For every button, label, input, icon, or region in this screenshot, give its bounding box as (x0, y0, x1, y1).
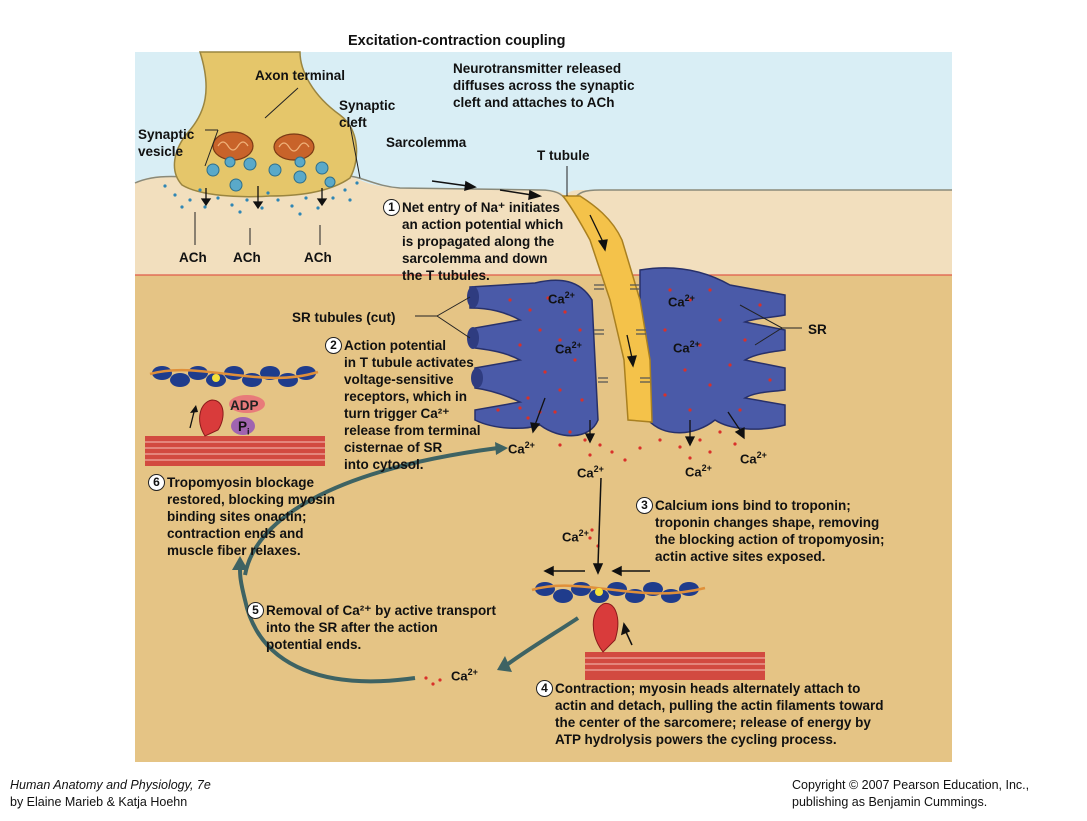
contracting-myofilament (531, 477, 765, 680)
label-sr-tubules: SR tubules (cut) (292, 310, 396, 325)
ach-dots (163, 181, 359, 216)
t-tubule-arrows (589, 214, 637, 368)
t-tubule (561, 195, 653, 423)
label-ca-3: Ca2+ (555, 340, 582, 357)
voltage-sensitive-receptors (594, 284, 650, 383)
footer-left: Human Anatomy and Physiology, 7e by Elai… (10, 778, 211, 809)
synaptic-vesicles (206, 156, 336, 192)
label-ca-7: Ca2+ (577, 464, 604, 481)
step-3: 3 Calcium ions bind to troponin;troponin… (636, 497, 885, 565)
label-ach-2: ACh (233, 250, 261, 265)
step-4: 4 Contraction; myosin heads alternately … (536, 680, 884, 748)
label-sarcolemma: Sarcolemma (386, 135, 467, 150)
label-ca-9: Ca2+ (562, 528, 589, 545)
label-ach-3: ACh (304, 250, 332, 265)
label-sr: SR (808, 322, 827, 337)
ach-release-arrows (200, 186, 328, 210)
label-ca-6: Ca2+ (740, 450, 767, 467)
sr-right (639, 267, 786, 434)
cycle-arrows (238, 446, 580, 684)
axon-terminal (173, 51, 358, 198)
label-ca-2: Ca2+ (668, 293, 695, 310)
callout-lines (194, 87, 802, 346)
cycle-arrowheads (232, 442, 512, 672)
label-t-tubule: T tubule (537, 148, 590, 163)
relaxed-myofilament (145, 366, 325, 466)
diagram-title: Excitation-contraction coupling (348, 33, 566, 49)
label-axon-terminal: Axon terminal (255, 68, 346, 83)
label-ca-8: Ca2+ (685, 463, 712, 480)
calcium-dots (424, 288, 772, 686)
label-adp: ADP (230, 398, 259, 413)
footer-right: Copyright © 2007 Pearson Education, Inc.… (792, 778, 1030, 809)
label-ca-10: Ca2+ (451, 667, 478, 684)
label-pi: Pi (238, 419, 250, 437)
calcium-release-arrows (530, 397, 745, 447)
label-ca-1: Ca2+ (548, 290, 575, 307)
propagation-arrows (431, 180, 543, 201)
mitochondrion (212, 131, 254, 161)
mitochondrion (273, 133, 315, 161)
label-ca-5: Ca2+ (508, 440, 535, 457)
label-ca-4: Ca2+ (673, 339, 700, 356)
label-ach-1: ACh (179, 250, 207, 265)
